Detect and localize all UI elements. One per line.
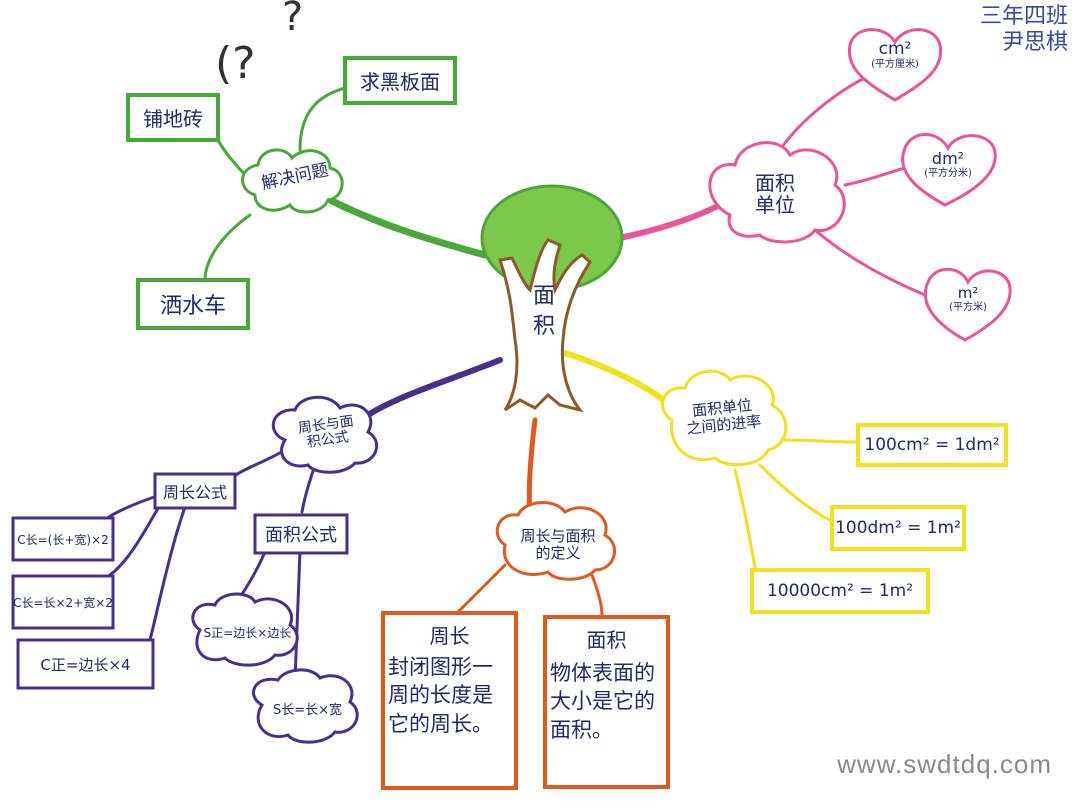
area-formula-1: S正=边长×边长 xyxy=(203,625,292,640)
unit-m: m² (平方米) xyxy=(928,285,1008,313)
solve-cloud xyxy=(241,148,344,214)
conversion-line-3 xyxy=(733,468,760,587)
center-tree xyxy=(480,184,624,413)
units-line-dm xyxy=(843,166,907,187)
definition-main-line xyxy=(526,417,538,518)
doodle-question-left: (? xyxy=(215,38,256,89)
area-def-box xyxy=(543,615,670,789)
solve-main-line xyxy=(326,196,489,259)
author-label: 三年四班 尹思棋 xyxy=(980,4,1068,57)
formula-line-area xyxy=(300,463,317,514)
definition-title: 周长与面积 的定义 xyxy=(508,528,608,561)
perimeter-def-text: 封闭图形一周的长度是它的周长。 xyxy=(388,655,493,736)
truck-label: 洒水车 xyxy=(159,294,226,319)
conversion-label-3: 10000cm² = 1m² xyxy=(766,581,914,601)
heart-m xyxy=(923,267,1012,342)
area-def-title: 面积 xyxy=(586,628,627,652)
perimeter-item-box-1 xyxy=(11,516,115,562)
tile-label: 铺地砖 xyxy=(143,107,203,131)
perimeter-definition: 周长 封闭图形一周的长度是它的周长。 xyxy=(388,620,511,738)
author-name: 尹思棋 xyxy=(1001,30,1068,56)
conversion-box-1 xyxy=(856,423,1008,467)
watermark: www.swdtdq.com xyxy=(837,749,1052,779)
solve-branch xyxy=(203,86,489,282)
units-cloud xyxy=(708,141,846,244)
area-definition: 面积 物体表面的大小是它的面积。 xyxy=(550,624,663,744)
area-formula-2: S长=长×宽 xyxy=(272,702,343,718)
units-line-m xyxy=(813,228,927,297)
truck-box xyxy=(136,278,250,330)
solve-line-board xyxy=(298,86,347,152)
unit-cm-name: (平方厘米) xyxy=(871,58,919,70)
perimeter-line-2 xyxy=(108,503,162,577)
perimeter-formula-3: C正=边长×4 xyxy=(40,655,131,674)
doodle-question-right: ? xyxy=(282,0,303,40)
units-title: 面积 单位 xyxy=(735,172,815,216)
conversion-line-1 xyxy=(783,438,857,444)
area-line-1 xyxy=(236,550,267,602)
area-formula-box xyxy=(253,513,349,555)
heart-dm xyxy=(901,133,997,207)
formula-line-perimeter xyxy=(230,448,287,480)
definition-branch xyxy=(453,417,616,617)
conversion-line-2 xyxy=(758,463,832,522)
center-title-line2: 积 xyxy=(532,314,555,340)
center-title: 面 积 xyxy=(519,284,569,340)
tree-trunk xyxy=(498,238,592,413)
conversion-label-2: 100dm² = 1m² xyxy=(835,518,961,538)
conversion-label-1: 100cm² = 1dm² xyxy=(864,435,1000,455)
unit-m-name: (平方米) xyxy=(949,301,987,313)
area-def-text: 物体表面的大小是它的面积。 xyxy=(550,661,655,742)
conversion-cloud xyxy=(661,369,788,467)
definition-title-line1: 周长与面积 xyxy=(520,527,596,545)
rect-area-cloud xyxy=(251,668,359,744)
units-title-line1: 面积 xyxy=(755,171,795,195)
perimeter-def-title: 周长 xyxy=(429,624,470,648)
definition-line-perimeter xyxy=(453,563,507,617)
conversion-branch xyxy=(552,347,857,587)
definition-cloud xyxy=(495,501,616,581)
square-area-cloud xyxy=(191,592,299,667)
units-line-cm xyxy=(778,76,867,152)
unit-cm: cm² (平方厘米) xyxy=(855,40,935,70)
conversion-box-3 xyxy=(750,568,930,614)
definition-title-line2: 的定义 xyxy=(535,543,581,562)
formula-cloud xyxy=(271,395,379,474)
conversion-box-2 xyxy=(830,505,966,551)
definition-line-area xyxy=(588,568,604,617)
conversion-main-line xyxy=(552,347,673,408)
author-class: 三年四班 xyxy=(979,4,1068,29)
unit-m-symbol: m² xyxy=(957,284,979,302)
unit-dm: dm² (平方分米) xyxy=(908,150,988,179)
units-main-line xyxy=(607,202,723,243)
units-title-line2: 单位 xyxy=(755,193,795,217)
perimeter-formula-title: 周长公式 xyxy=(162,483,227,502)
perimeter-item-box-3 xyxy=(16,638,155,690)
board-label: 求黑板面 xyxy=(360,70,440,94)
perimeter-item-box-2 xyxy=(11,574,115,630)
perimeter-formula-1: C长=(长+宽)×2 xyxy=(17,532,109,547)
board-box xyxy=(343,56,457,105)
unit-dm-symbol: dm² xyxy=(931,149,965,168)
heart-cm xyxy=(847,28,943,102)
unit-dm-name: (平方分米) xyxy=(924,167,972,179)
perimeter-formula-2: C长=长×2+宽×2 xyxy=(13,595,113,610)
center-title-line1: 面 xyxy=(532,284,555,309)
area-formula-title: 面积公式 xyxy=(265,525,337,546)
unit-cm-symbol: cm² xyxy=(878,39,912,59)
perimeter-formula-box xyxy=(153,472,237,510)
solve-line-truck xyxy=(203,213,252,282)
perimeter-line-3 xyxy=(148,505,187,642)
perimeter-def-box xyxy=(381,611,518,790)
tile-box xyxy=(126,93,220,142)
formula-main-line xyxy=(365,357,503,418)
formula-branch xyxy=(103,357,503,744)
